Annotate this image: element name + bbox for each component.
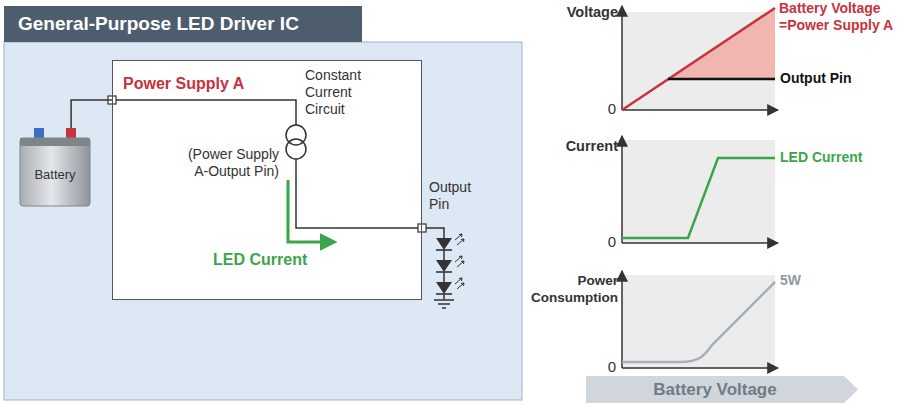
axis-arrow-band [586,376,858,403]
chart-axis [622,6,778,368]
chart-line [668,78,775,81]
circuit-name: Constant Current Circuit [305,67,387,118]
current-arrow [288,180,334,242]
panel-ground [4,42,522,400]
ic-housing-fill [112,60,422,300]
chart-line [622,8,775,110]
chart-ground [622,140,775,243]
battery-icon [66,128,76,139]
pin-square [418,224,426,232]
battery-icon [20,128,90,206]
ic-circuit [112,100,454,308]
panel-title: General-Purpose LED Driver IC [4,6,362,42]
led-symbol [436,234,464,294]
led-symbol [436,234,464,250]
ic-housing-fill [112,60,422,300]
chart-axis [622,242,778,244]
supply-wire [71,100,112,128]
chart-axis [622,109,778,111]
axis-label: Power Consumption [524,272,618,306]
axis-title: Battery Voltage [586,376,844,403]
battery-icon [34,128,44,139]
axis-arrow-band [586,376,858,403]
series-label: LED Current [780,149,862,166]
axis-zero: 0 [598,233,616,250]
panel: Power Supply A Constant Current Circuit (P… [0,0,524,405]
ic-circuit [434,300,454,308]
battery-icon [20,138,90,206]
axis-label: Voltage [540,4,618,21]
panel-ground [4,42,522,400]
axis-band: Battery Voltage [586,376,858,403]
chart-axis [621,271,623,368]
series-label: Battery Voltage =Power Supply A [779,0,907,34]
pin-name: Output Pin [429,179,481,213]
chart-ground [622,275,775,368]
ic-circuit [112,100,296,125]
led-symbol [436,278,464,294]
chart-line [622,8,775,362]
battery-name: Battery [20,166,90,183]
chart-line [622,158,775,238]
supply-name: Power Supply A [123,75,244,92]
led-symbol [436,256,464,272]
ic-box: Power Supply A Constant Current Circuit (P… [112,60,422,300]
series-label: 5W [780,272,801,289]
ic-circuit [286,139,306,159]
axis-zero: 0 [598,100,616,117]
current-name: LED Current [213,251,307,268]
pin-square [108,96,426,232]
battery: Battery [20,128,90,206]
current-arrow [288,180,334,242]
battery-icon [20,138,90,146]
series-label: Output Pin [780,70,852,87]
chart-line [622,282,775,362]
voltage-note: (Power Supply A-Output Pin) [183,146,279,180]
axis-label: Current [540,138,618,155]
chart-axis [621,6,623,110]
axis-zero: 0 [598,358,616,375]
chart-axis [621,136,623,243]
chart-axis [622,367,778,369]
